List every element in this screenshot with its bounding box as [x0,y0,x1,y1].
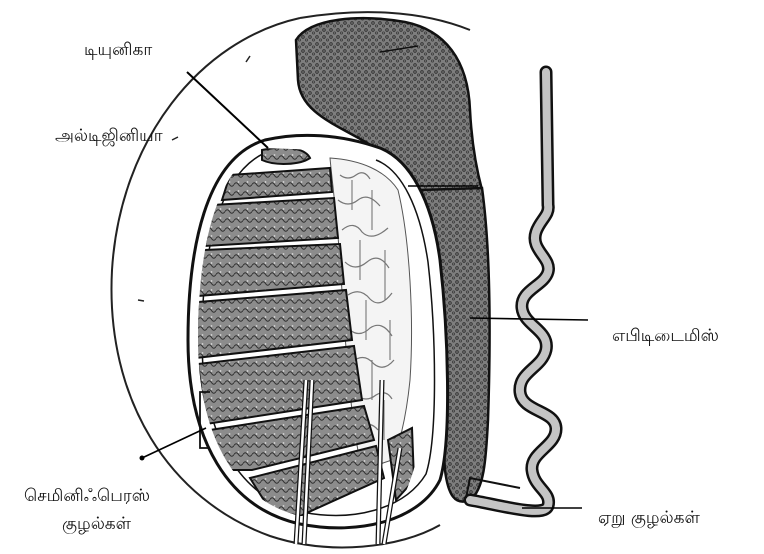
tunica-leader [187,72,268,148]
label-seminiferous-line1: செமினிஃபெரஸ் [24,486,150,507]
label-vas-deferens: ஏறு குழல்கள் [598,508,700,529]
seminiferous-leader-dot [140,456,145,461]
label-albuginea: அல்டிஜினியா [55,126,163,147]
seminiferous-leader [142,428,206,458]
label-epididymis: எபிடிடைமிஸ் [612,326,719,347]
label-tunica: டியுனிகா [84,40,152,61]
label-seminiferous-line2: குழல்கள் [62,514,131,535]
